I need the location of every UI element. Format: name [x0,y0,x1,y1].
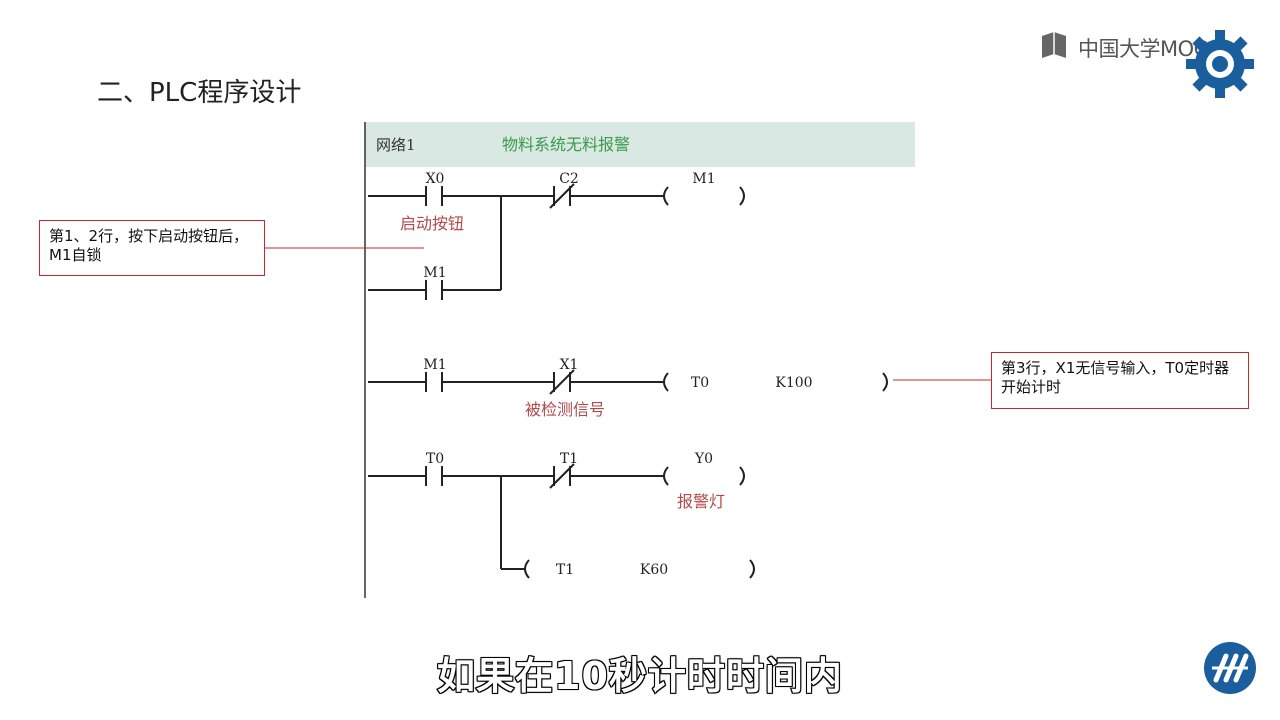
gear-icon [1186,30,1254,98]
coil-t0-label: T0 [691,375,709,391]
book-icon [1042,32,1066,58]
coil-y0-label: Y0 [694,451,713,467]
contact-m1-parallel-label: M1 [423,265,446,281]
note-box-1: 第1、2行，按下启动按钮后，M1自锁 [39,220,265,276]
coil-t1-label: T1 [556,562,574,578]
note-box-2: 第3行，X1无信号输入，T0定时器开始计时 [991,352,1249,409]
page-title: 二、PLC程序设计 [97,78,302,108]
network-title: 物料系统无料报警 [502,135,630,154]
contact-t0-label: T0 [426,451,444,467]
contact-t1-label: T1 [560,451,578,467]
contact-x0-label: X0 [426,171,445,187]
coil-t1-param: K60 [640,562,668,578]
video-subtitle: 如果在10秒计时时间内 [436,653,843,699]
contact-x0-desc: 启动按钮 [400,214,464,233]
rung-2 [368,369,888,395]
rung-3 [368,463,755,579]
university-logo-icon [1204,642,1256,694]
coil-y0-desc: 报警灯 [677,492,725,511]
contact-x1-desc: 被检测信号 [525,400,605,419]
contact-c2-label: C2 [559,171,579,187]
contact-x1-label: X1 [560,357,579,373]
coil-m1-label: M1 [692,171,715,187]
rung-1 [368,183,745,300]
network-label: 网络1 [376,136,416,154]
contact-m1-label: M1 [423,357,446,373]
network-header [365,122,915,167]
coil-t0-param: K100 [775,375,812,391]
